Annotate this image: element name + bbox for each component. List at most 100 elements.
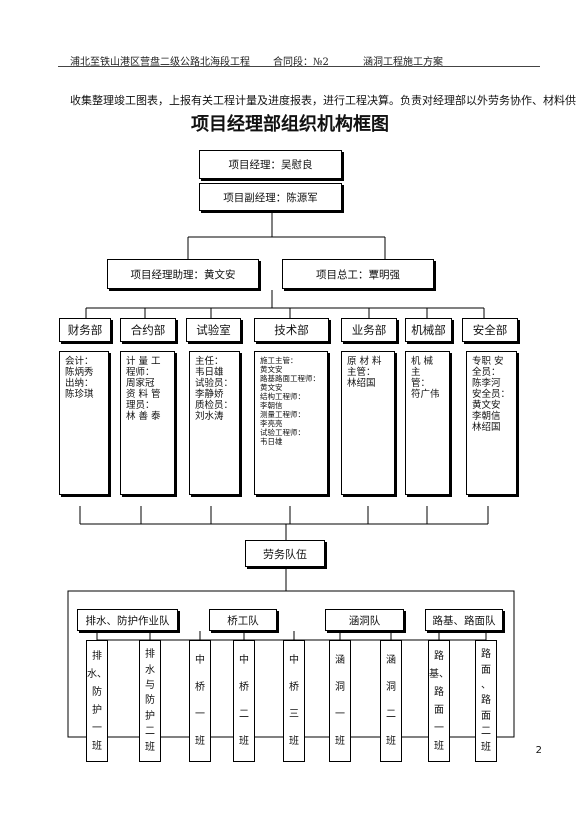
crew-char: 基、 <box>429 668 449 680</box>
dept-name: 技术部 <box>274 323 309 337</box>
team-name: 桥工队 <box>227 614 259 627</box>
crew-char: 面 <box>481 664 491 676</box>
crew-char: 桥 <box>195 682 205 693</box>
header-project: 浦北至铁山港区营盘二级公路北海段工程 <box>70 57 250 68</box>
dept-detail-safety: 专职 安 全员： 陈李河 安全员： 黄文安 李朝信 林绍国 <box>466 351 517 495</box>
team-roadbed: 路基、路面队 <box>425 609 503 631</box>
crew-char: 护 <box>145 710 155 722</box>
dept-name: 试验室 <box>196 323 231 337</box>
dept-lab: 试验室 <box>186 318 241 342</box>
crew-char: 班 <box>434 740 444 752</box>
crew-char: 路 <box>481 649 491 661</box>
header-document: 涵洞工程施工方案 <box>363 57 443 68</box>
crew-char: 桥 <box>289 682 299 693</box>
crew-char: 班 <box>289 736 299 747</box>
dept-safety: 安全部 <box>462 318 518 342</box>
crew-char: 路 <box>434 686 444 698</box>
crew-char: 排 <box>145 649 155 661</box>
crew-char: 三 <box>289 709 299 720</box>
crew-char: 班 <box>481 741 491 753</box>
header-contract: 合同段：№2 <box>273 57 329 68</box>
crew-char: 二 <box>239 709 249 720</box>
dept-detail-contract: 计 量 工 程师： 周家冠 资 料 管 理员： 林 善 泰 <box>120 351 175 495</box>
manager-label: 项目经理：吴慰良 <box>228 159 313 171</box>
crew-char: 中 <box>239 655 249 666</box>
dept-detail-lab: 主任： 韦日雄 试验员： 李静娇 质检员： 刘水涛 <box>189 351 240 495</box>
dept-detail-finance: 会计： 陈炳秀 出纳： 陈珍琪 <box>59 351 109 495</box>
labor-label: 劳务队伍 <box>263 547 307 561</box>
crew-char: 水 <box>145 664 155 676</box>
assistant-box: 项目经理助理：黄文安 <box>107 259 259 289</box>
crew-culvert-1: 涵洞一班 <box>329 640 351 762</box>
crew-bridge-1: 中桥一班 <box>189 640 211 762</box>
team-name: 路基、路面队 <box>432 614 496 627</box>
dept-machinery: 机械部 <box>405 318 452 342</box>
deputy-box: 项目副经理：陈源军 <box>199 183 342 211</box>
dept-finance: 财务部 <box>59 318 111 342</box>
crew-char: 涵 <box>335 655 345 666</box>
dept-name: 业务部 <box>351 323 387 337</box>
dept-name: 安全部 <box>472 323 508 337</box>
manager-box: 项目经理：吴慰良 <box>199 150 342 179</box>
assistant-label: 项目经理助理：黄文安 <box>130 268 236 281</box>
crew-char: 班 <box>145 741 155 753</box>
crew-char: 班 <box>335 736 345 747</box>
team-drainage: 排水、防护作业队 <box>77 609 178 631</box>
header-rule <box>58 66 540 67</box>
page-number: 2 <box>535 745 542 756</box>
crew-char: 一 <box>195 709 205 720</box>
chief-engineer-box: 项目总工：覃明强 <box>282 259 434 289</box>
crew-char: 班 <box>239 736 249 747</box>
crew-char: 中 <box>289 655 299 666</box>
intro-line: 收集整理竣工图表，上报有关工程计量及进度报表，进行工程决算。负责对经理部以外劳务… <box>70 94 576 107</box>
dept-contract: 合约部 <box>120 318 176 342</box>
crew-char: 路 <box>434 650 444 662</box>
crew-char: 一 <box>92 722 102 734</box>
chief-engineer-label: 项目总工：覃明强 <box>316 268 400 281</box>
crew-char: 与 <box>145 680 155 692</box>
crew-char: 二 <box>145 726 155 738</box>
crew-char: 洞 <box>386 682 396 693</box>
crew-drainage-2: 排水与防护二班 <box>139 640 161 762</box>
dept-name: 机械部 <box>411 323 446 337</box>
crew-char: 排 <box>92 650 102 662</box>
dept-technical: 技术部 <box>254 318 329 342</box>
team-name: 涵洞队 <box>348 614 381 627</box>
crew-bridge-2: 中桥二班 <box>233 640 255 762</box>
dept-detail-business: 原 材 料 主管： 林绍国 <box>341 351 395 495</box>
crew-char: 防 <box>92 686 102 698</box>
dept-business: 业务部 <box>341 318 397 342</box>
dept-detail-machinery: 机 械 主 管： 符广伟 <box>405 351 450 495</box>
crew-road-1: 路基、路面一班 <box>428 640 450 762</box>
crew-char: 路 <box>481 695 491 707</box>
crew-char: 面 <box>481 710 491 722</box>
crew-culvert-2: 涵洞二班 <box>380 640 402 762</box>
dept-detail-technical: 施工主管： 黄文安 路基路面工程师： 黄文安 结构工程师： 李朝信 测量工程师：… <box>254 351 328 495</box>
dept-name: 财务部 <box>67 323 103 337</box>
crew-char: 涵 <box>386 655 396 666</box>
chart-title: 项目经理部组织机构框图 <box>191 114 389 135</box>
crew-char: 班 <box>195 736 205 747</box>
crew-char: 班 <box>92 740 102 752</box>
crew-char: 二 <box>481 726 491 738</box>
team-culvert: 涵洞队 <box>325 609 404 631</box>
crew-char: 班 <box>386 736 396 747</box>
team-bridge: 桥工队 <box>209 609 277 631</box>
crew-char: 面 <box>434 704 444 716</box>
crew-char: 水、 <box>87 668 107 680</box>
crew-char: 桥 <box>239 682 249 693</box>
crew-char: 、 <box>481 680 491 692</box>
crew-road-2: 路面、路面二班 <box>475 640 497 762</box>
dept-name: 合约部 <box>130 323 166 337</box>
crew-bridge-3: 中桥三班 <box>283 640 305 762</box>
crew-char: 二 <box>386 709 396 720</box>
crew-char: 洞 <box>335 682 345 693</box>
crew-char: 中 <box>195 655 205 666</box>
crew-char: 护 <box>92 704 102 716</box>
crew-char: 一 <box>434 722 444 734</box>
crew-drainage-1: 排水、防护一班 <box>86 640 108 762</box>
deputy-label: 项目副经理：陈源军 <box>223 191 318 204</box>
team-name: 排水、防护作业队 <box>85 614 170 627</box>
crew-char: 防 <box>145 695 155 707</box>
labor-box: 劳务队伍 <box>245 540 325 567</box>
